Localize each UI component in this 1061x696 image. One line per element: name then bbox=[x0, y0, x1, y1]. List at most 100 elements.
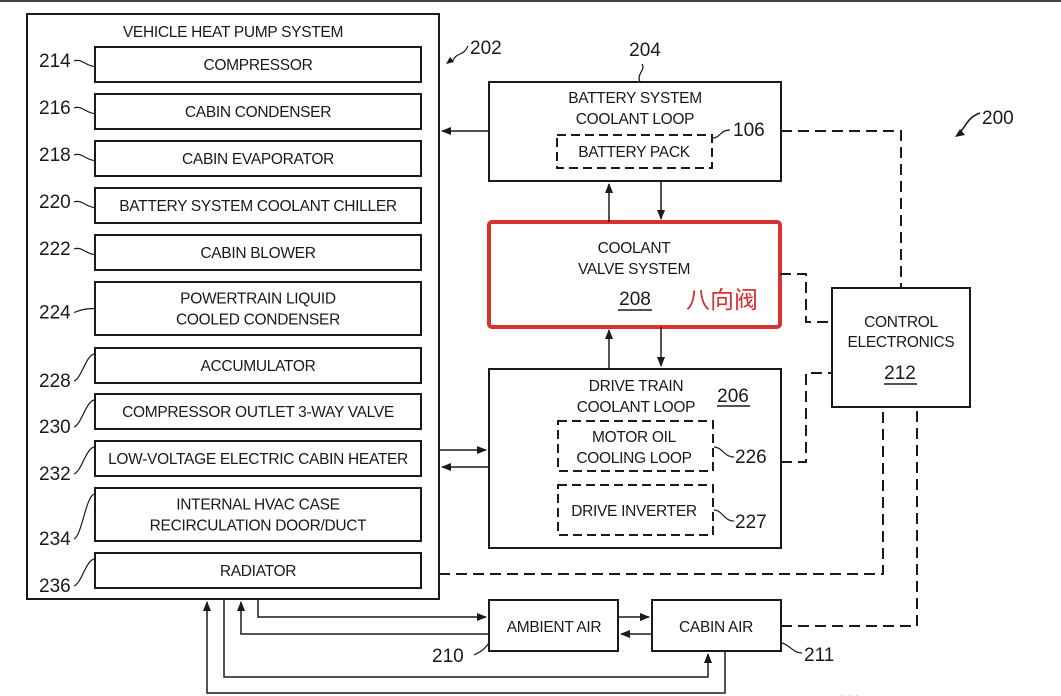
leader-210 bbox=[473, 642, 490, 656]
connector-cabin-to-heatpump bbox=[203, 601, 726, 694]
ref-230: 230 bbox=[39, 417, 71, 438]
leader-106 bbox=[712, 129, 731, 139]
ref-210: 210 bbox=[432, 646, 464, 667]
ref-232: 232 bbox=[39, 464, 71, 485]
component-low-voltage-electric-cabin-heater[interactable]: LOW-VOLTAGE ELECTRIC CABIN HEATER 232 bbox=[39, 440, 422, 485]
component-box[interactable] bbox=[94, 234, 422, 271]
component-box[interactable] bbox=[94, 281, 422, 336]
solid-connectors bbox=[203, 127, 726, 694]
component-label: RECIRCULATION DOOR/DUCT bbox=[150, 518, 368, 535]
ref-200: 200 bbox=[982, 108, 1014, 129]
component-box[interactable] bbox=[94, 393, 422, 430]
component-label: LOW-VOLTAGE ELECTRIC CABIN HEATER bbox=[108, 451, 408, 468]
battery-loop-title-2: COOLANT LOOP bbox=[576, 111, 694, 128]
component-label: CABIN BLOWER bbox=[200, 245, 315, 262]
component-label: CABIN EVAPORATOR bbox=[182, 151, 334, 168]
leader-227 bbox=[713, 509, 735, 522]
ref-214: 214 bbox=[39, 51, 71, 72]
ref-224: 224 bbox=[39, 303, 71, 324]
component-box[interactable] bbox=[94, 347, 422, 384]
component-label: BATTERY SYSTEM COOLANT CHILLER bbox=[119, 198, 397, 215]
component-label: ACCUMULATOR bbox=[201, 358, 316, 375]
valve-title-2: VALVE SYSTEM bbox=[578, 261, 690, 278]
component-label: COMPRESSOR bbox=[204, 57, 313, 74]
ref-226: 226 bbox=[735, 447, 767, 468]
valve-title-1: COOLANT bbox=[598, 240, 672, 257]
leader-220 bbox=[73, 200, 96, 209]
leader-228 bbox=[73, 353, 96, 382]
component-box[interactable] bbox=[94, 187, 422, 224]
component-box[interactable] bbox=[94, 140, 422, 177]
connector-ambient-to-heatpump bbox=[237, 601, 489, 635]
ambient-air-box[interactable] bbox=[488, 599, 619, 652]
ref-204: 204 bbox=[629, 40, 661, 61]
component-label: RADIATOR bbox=[220, 563, 296, 580]
ref-211: 211 bbox=[804, 645, 834, 666]
battery-pack-box[interactable] bbox=[556, 134, 713, 169]
component-label: INTERNAL HVAC CASE bbox=[176, 497, 339, 514]
component-compressor[interactable]: COMPRESSOR 214 bbox=[39, 46, 422, 83]
control-line-battery bbox=[781, 130, 902, 288]
leader-230 bbox=[73, 399, 96, 428]
component-radiator[interactable]: RADIATOR 236 bbox=[39, 552, 422, 597]
leader-232 bbox=[73, 446, 96, 475]
control-line-drivetrain bbox=[781, 372, 832, 463]
cabin-air-box[interactable] bbox=[651, 599, 782, 652]
control-title-2: ELECTRONICS bbox=[848, 334, 955, 351]
component-label: CABIN CONDENSER bbox=[185, 104, 331, 121]
heat-pump-title: VEHICLE HEAT PUMP SYSTEM bbox=[123, 24, 343, 41]
component-box[interactable] bbox=[94, 46, 422, 83]
component-box[interactable] bbox=[94, 487, 422, 542]
connector-heatpump-to-cabin bbox=[223, 599, 712, 678]
component-label: COOLED CONDENSER bbox=[176, 312, 340, 329]
control-line-heatpump bbox=[439, 407, 884, 575]
connector-heatpump-to-ambient bbox=[257, 599, 487, 621]
component-label: COMPRESSOR OUTLET 3-WAY VALVE bbox=[122, 404, 394, 421]
component-powertrain-liquid-cooled-condenser[interactable]: POWERTRAIN LIQUID COOLED CONDENSER 224 bbox=[39, 281, 422, 336]
motor-oil-label-1: MOTOR OIL bbox=[592, 429, 677, 446]
ref-228: 228 bbox=[39, 371, 71, 392]
component-cabin-evaporator[interactable]: CABIN EVAPORATOR 218 bbox=[39, 140, 422, 177]
component-compressor-outlet-3-way-valve[interactable]: COMPRESSOR OUTLET 3-WAY VALVE 230 bbox=[39, 393, 422, 438]
drive-train-loop-box[interactable] bbox=[488, 368, 782, 549]
leader-226 bbox=[713, 446, 735, 458]
ref-236: 236 bbox=[39, 576, 71, 597]
battery-loop-box[interactable] bbox=[488, 81, 782, 182]
component-internal-hvac-case-recirculation-door-duct[interactable]: INTERNAL HVAC CASE RECIRCULATION DOOR/DUC… bbox=[39, 487, 422, 550]
drive-inverter-box[interactable] bbox=[557, 484, 714, 536]
ref-218: 218 bbox=[39, 145, 71, 166]
ref-234: 234 bbox=[39, 529, 71, 550]
drive-train-title-2: COOLANT LOOP bbox=[577, 399, 695, 416]
leader-218 bbox=[73, 153, 96, 162]
ref-202: 202 bbox=[470, 38, 502, 59]
component-battery-system-coolant-chiller[interactable]: BATTERY SYSTEM COOLANT CHILLER 220 bbox=[39, 187, 422, 224]
leader-224 bbox=[73, 307, 96, 314]
ref-220: 220 bbox=[39, 192, 71, 213]
control-signal-lines bbox=[439, 130, 918, 627]
component-label: POWERTRAIN LIQUID bbox=[180, 291, 336, 308]
control-title-1: CONTROL bbox=[864, 314, 938, 331]
ref-106: 106 bbox=[733, 120, 765, 141]
component-box[interactable] bbox=[94, 93, 422, 130]
leader-236 bbox=[73, 558, 96, 587]
leader-204 bbox=[638, 63, 644, 83]
component-accumulator[interactable]: ACCUMULATOR 228 bbox=[39, 347, 422, 392]
leader-222 bbox=[73, 247, 96, 256]
leader-211 bbox=[781, 642, 803, 654]
ambient-air-label: AMBIENT AIR bbox=[507, 619, 602, 636]
component-box[interactable] bbox=[94, 552, 422, 589]
battery-loop-title-1: BATTERY SYSTEM bbox=[568, 90, 702, 107]
control-line-valve bbox=[780, 273, 832, 323]
leader-214 bbox=[73, 59, 96, 68]
motor-oil-loop-box[interactable] bbox=[557, 420, 714, 472]
drive-inverter-label: DRIVE INVERTER bbox=[571, 503, 697, 520]
drive-train-title-1: DRIVE TRAIN bbox=[589, 378, 684, 395]
component-box[interactable] bbox=[94, 440, 422, 477]
ref-208: 208 bbox=[619, 289, 651, 310]
eight-way-valve-annotation: 八向阀 bbox=[686, 286, 758, 314]
ref-arrow-200 bbox=[955, 129, 965, 137]
